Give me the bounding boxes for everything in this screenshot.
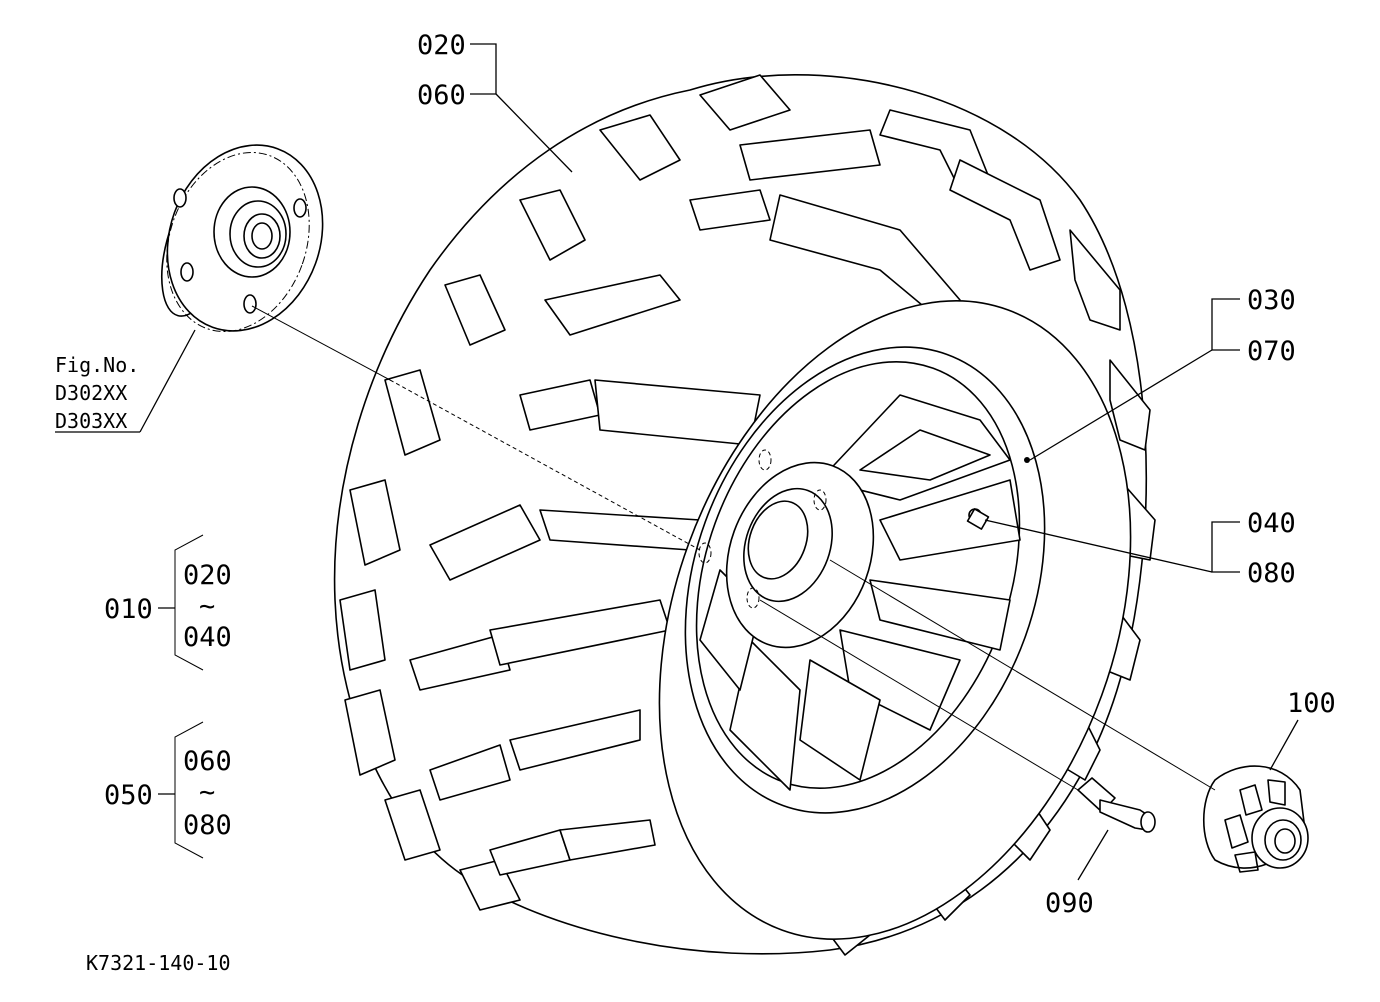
label-080-right: 080 — [1247, 558, 1296, 589]
hub-cap — [1202, 765, 1309, 873]
label-040-range: 040 — [183, 622, 232, 653]
wheel-hub — [161, 144, 324, 333]
label-090: 090 — [1045, 888, 1094, 919]
wheel-bolt — [1077, 777, 1156, 833]
leader-lines — [55, 43, 1299, 881]
label-fig-no: Fig.No. — [55, 353, 139, 377]
part-labels: 020 060 030 070 040 080 Fig.No. D302XX D… — [55, 30, 1336, 975]
label-030: 030 — [1247, 285, 1296, 316]
label-020-range: 020 — [183, 560, 232, 591]
label-060-range: 060 — [183, 746, 232, 777]
label-fig-d303: D303XX — [55, 409, 127, 433]
label-060-top: 060 — [417, 80, 466, 111]
label-020-top: 020 — [417, 30, 466, 61]
label-tilde-1: ~ — [199, 591, 215, 622]
wheel-rim — [658, 300, 1132, 940]
label-080-range: 080 — [183, 810, 232, 841]
label-070: 070 — [1247, 336, 1296, 367]
label-fig-d302: D302XX — [55, 381, 127, 405]
label-040-right: 040 — [1247, 508, 1296, 539]
label-010: 010 — [104, 594, 153, 625]
label-tilde-2: ~ — [199, 777, 215, 808]
label-reference-number: K7321-140-10 — [86, 951, 231, 975]
label-100: 100 — [1287, 688, 1336, 719]
label-050: 050 — [104, 780, 153, 811]
